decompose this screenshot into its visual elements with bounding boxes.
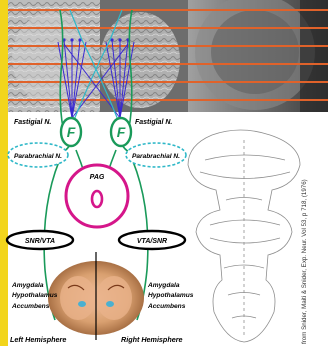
vta-snr-right: VTA/SNR	[119, 231, 185, 249]
pag-label: PAG	[90, 174, 105, 181]
brain-images-band	[8, 0, 328, 112]
vta-snr-label: VTA/SNR	[137, 238, 167, 245]
f-label-left: F	[67, 124, 76, 140]
target-right-amygdala: Amygdala	[147, 282, 180, 289]
yellow-border	[0, 0, 8, 346]
target-right-accumbens: Accumbens	[147, 303, 186, 310]
parabrachial-nucleus-right: Parabrachial N.	[126, 143, 186, 167]
target-left-accumbens: Accumbens	[11, 303, 50, 310]
target-left-hypothalamus: Hypothalamus	[12, 292, 58, 299]
fastigial-label-left: Fastigial N.	[14, 119, 51, 126]
left-hemisphere-label: Left Hemisphere	[10, 335, 66, 344]
f-label-right: F	[117, 124, 126, 140]
parabrachial-label-left: Parabrachial N.	[14, 153, 62, 160]
target-right-hypothalamus: Hypothalamus	[148, 292, 194, 299]
parabrachial-label-right: Parabrachial N.	[132, 153, 180, 160]
fastigial-nucleus-right: F	[111, 118, 131, 146]
citation-text: from Snider, Maiti & Snider, Exp. Neur. …	[301, 2, 308, 344]
pag-structure: PAG	[66, 165, 128, 227]
snr-vta-left: SNR/VTA	[7, 231, 73, 249]
fastigial-nucleus-left: F	[61, 118, 81, 146]
parabrachial-nucleus-left: Parabrachial N.	[8, 143, 68, 167]
target-left-amygdala: Amygdala	[11, 282, 44, 289]
snr-vta-label: SNR/VTA	[25, 238, 55, 245]
right-hemisphere-label: Right Hemisphere	[121, 335, 183, 344]
fastigial-label-right: Fastigial N.	[135, 119, 172, 126]
